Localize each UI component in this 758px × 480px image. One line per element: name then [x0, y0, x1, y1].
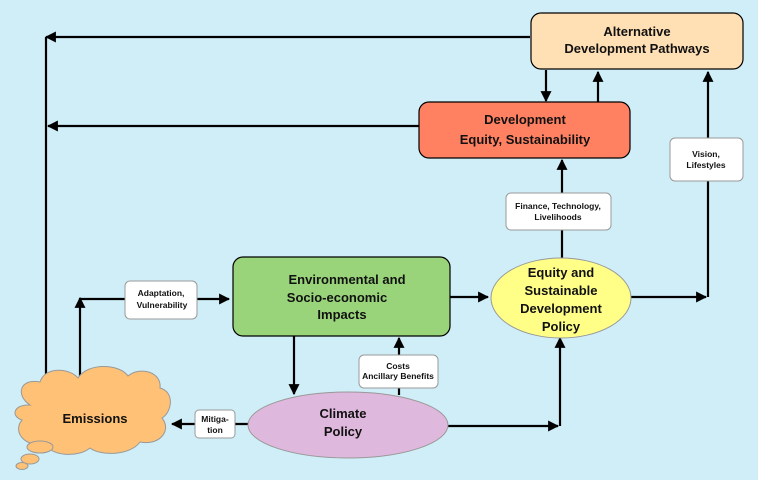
node-label: Policy: [324, 424, 363, 439]
note-label: Vulnerability: [137, 300, 188, 310]
node-emissions: Emissions: [14, 366, 171, 470]
note-vision-lifestyles: Vision, Lifestyles: [669, 137, 744, 182]
node-label: Socio-economic: [287, 290, 387, 305]
note-mitigation: Mitiga- tion: [194, 409, 236, 439]
node-label: Emissions: [62, 411, 127, 426]
node-climate-policy: Climate Policy: [247, 391, 449, 459]
note-label: Livelihoods: [534, 212, 582, 222]
node-label: Policy: [542, 319, 581, 334]
node-label: Equity and: [528, 265, 595, 280]
node-label: Development: [520, 301, 602, 316]
note-costs-ancillary: Costs Ancillary Benefits: [358, 354, 439, 389]
cloud-bubble: [26, 440, 54, 454]
note-label: Finance, Technology,: [515, 201, 601, 211]
cloud-bubble: [20, 453, 40, 465]
node-label: Development: [484, 112, 566, 127]
node-alternative-pathways: Alternative Development Pathways: [530, 12, 744, 70]
node-impacts: Environmental and Socio-economic Impacts: [232, 256, 451, 337]
node-label: Alternative: [603, 24, 670, 39]
note-label: Mitiga-: [201, 414, 229, 424]
node-label: Climate: [320, 406, 367, 421]
note-label: Adaptation,: [138, 288, 185, 298]
note-label: Costs: [386, 361, 410, 371]
note-label: Vision,: [692, 149, 720, 159]
note-label: tion: [207, 425, 223, 435]
note-finance-technology: Finance, Technology, Livelihoods: [505, 192, 612, 231]
node-label: Sustainable: [525, 283, 598, 298]
node-equity-policy: Equity and Sustainable Development Polic…: [490, 257, 632, 339]
note-label: Ancillary Benefits: [362, 371, 434, 381]
node-label: Development Pathways: [564, 41, 709, 56]
note-adaptation-vulnerability: Adaptation, Vulnerability: [124, 280, 198, 320]
cloud-bubble: [15, 462, 29, 470]
node-label: Impacts: [317, 307, 366, 322]
note-label: Lifestyles: [686, 160, 725, 170]
node-development: Development Equity, Sustainability: [418, 101, 631, 159]
node-label: Equity, Sustainability: [460, 132, 591, 147]
node-label: Environmental and: [288, 272, 405, 287]
